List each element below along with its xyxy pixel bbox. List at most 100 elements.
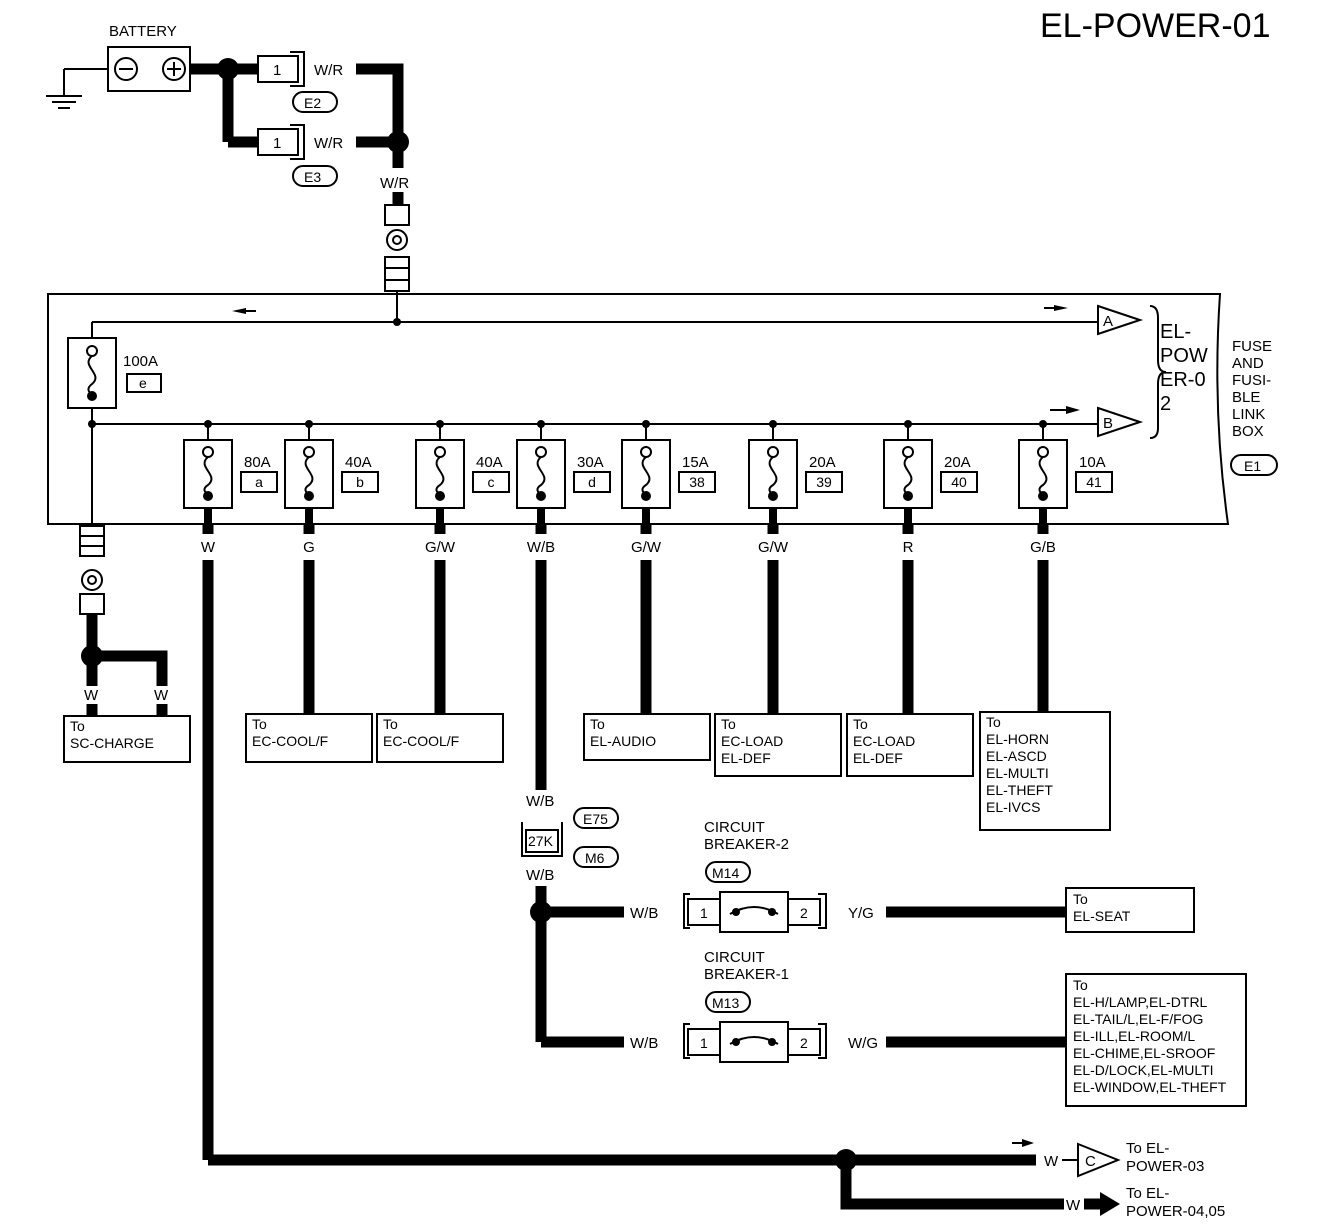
fuse-box-name-line: LINK (1232, 406, 1265, 423)
destination-line: EL-AUDIO (590, 733, 656, 749)
destination-line: SC-CHARGE (70, 735, 154, 751)
wire-color-label: W (84, 687, 99, 704)
fusible-link-e3: 1 (257, 124, 305, 160)
fuse-id: a (255, 474, 263, 490)
fuse-amp: 15A (682, 454, 709, 471)
destination-line: EC-COOL/F (383, 733, 459, 749)
connector-terminal (384, 256, 410, 292)
main-fuse: 100A e (67, 337, 162, 409)
destination-line: EL-D/LOCK,EL-MULTI (1073, 1062, 1214, 1078)
fuse-id: 41 (1086, 474, 1102, 490)
breaker-title: CIRCUIT (704, 819, 765, 836)
fuse-amp: 40A (345, 454, 372, 471)
destination-line: EL-DEF (721, 750, 771, 766)
pin-number: 2 (800, 1035, 808, 1051)
wire-color-label: G/B (1030, 539, 1056, 556)
destination-line: To (383, 716, 398, 732)
fusible-link-number: 1 (273, 135, 281, 152)
destination-line: To (853, 716, 868, 732)
breaker-title: BREAKER-2 (704, 836, 789, 853)
output-text-line: POWER-03 (1126, 1158, 1204, 1175)
fuse: 15A 38G/W (621, 420, 716, 556)
destination-line: EC-LOAD (853, 733, 915, 749)
destination-line: EC-LOAD (721, 733, 783, 749)
wire-color-label: Y/G (848, 905, 874, 922)
destination-line: EL-CHIME,EL-SROOF (1073, 1045, 1215, 1061)
wire-color-label: W (201, 539, 216, 556)
destination-line: EL-HORN (986, 731, 1049, 747)
battery-label: BATTERY (109, 23, 177, 40)
wire-color-label: G/W (758, 539, 789, 556)
wire-color-label: W/B (526, 867, 554, 884)
wire-color-label: W (1044, 1153, 1059, 1170)
diagram-title: EL-POWER-01 (1040, 7, 1271, 45)
destination-line: EL-TAIL/L,EL-F/FOG (1073, 1011, 1203, 1027)
fuse-amp: 100A (123, 353, 158, 370)
fuse-id: 40 (951, 474, 967, 490)
destination-line: EL-H/LAMP,EL-DTRL (1073, 994, 1208, 1010)
connector-label: M14 (712, 865, 739, 881)
fuse-box-name-line: BOX (1232, 423, 1264, 440)
wire-color-label: W/B (526, 793, 554, 810)
ground-icon (46, 95, 82, 109)
output-connector-c: C (1077, 1142, 1121, 1178)
joint-label: 27K (528, 833, 554, 849)
destination-line: To (70, 718, 85, 734)
fuse-amp: 20A (809, 454, 836, 471)
destination-line: To (1073, 891, 1088, 907)
destination-line: EL-THEFT (986, 782, 1053, 798)
wire-color-label: W (154, 687, 169, 704)
fuse-amp: 20A (944, 454, 971, 471)
output-text-line: To EL- (1126, 1185, 1169, 1202)
wire-color-label: W/R (314, 135, 343, 152)
fusible-link-number: 1 (273, 62, 281, 79)
connector-label: E2 (304, 95, 321, 111)
fuse-box-name-line: BLE (1232, 389, 1260, 406)
wire-color-label: W/R (380, 175, 409, 192)
destination-boxes: ToSC-CHARGEToEC-COOL/FToEC-COOL/FToEL-AU… (63, 711, 1111, 831)
fuse-box-name-line: AND (1232, 355, 1264, 372)
destination-line: To (1073, 977, 1088, 993)
output-text-line: POWER-04,05 (1126, 1203, 1225, 1220)
breaker-title: CIRCUIT (704, 949, 765, 966)
wire-color-label: G/W (631, 539, 662, 556)
fuse-id: e (139, 375, 147, 391)
destination-line: To (252, 716, 267, 732)
destination-line: To (721, 716, 736, 732)
fusible-link-e2: 1 (257, 51, 305, 87)
fuse-amp: 30A (577, 454, 604, 471)
pin-number: 1 (700, 1035, 708, 1051)
connector-label: M13 (712, 995, 739, 1011)
destination-line: To (590, 716, 605, 732)
fuse-box-connector: E1 (1244, 458, 1261, 474)
destination-line: EL-ILL,EL-ROOM/L (1073, 1028, 1195, 1044)
destination-line: EL-SEAT (1073, 908, 1131, 924)
wire-color-label: W/B (630, 905, 658, 922)
ref-line: POW (1160, 345, 1208, 367)
fuse-id: b (356, 474, 364, 490)
ref-line: ER-0 (1160, 369, 1206, 391)
wire-color-label: G/W (425, 539, 456, 556)
destination-line: EL-DEF (853, 750, 903, 766)
wire-color-label: W/B (630, 1035, 658, 1052)
destination-line: EC-COOL/F (252, 733, 328, 749)
wire-color-label: W/R (314, 62, 343, 79)
output-b-label: B (1103, 415, 1113, 432)
joint-connector: W/B E75 27K M6 W/B (521, 793, 619, 884)
pin-number: 1 (700, 905, 708, 921)
ref-line: EL- (1160, 321, 1191, 343)
connector-terminal (384, 204, 410, 226)
destination-line: EL-IVCS (986, 799, 1040, 815)
fuse-row: 80AaW40AbG40AcG/W30AdW/B15A38G/W20A39G/W… (183, 420, 1113, 556)
output-c-label: C (1085, 1153, 1096, 1170)
output-arrow-icon (1100, 1192, 1120, 1216)
fuse-box-name-line: FUSI- (1232, 372, 1271, 389)
fuse-id: 38 (689, 474, 705, 490)
fuse-box-outline (47, 293, 1230, 525)
